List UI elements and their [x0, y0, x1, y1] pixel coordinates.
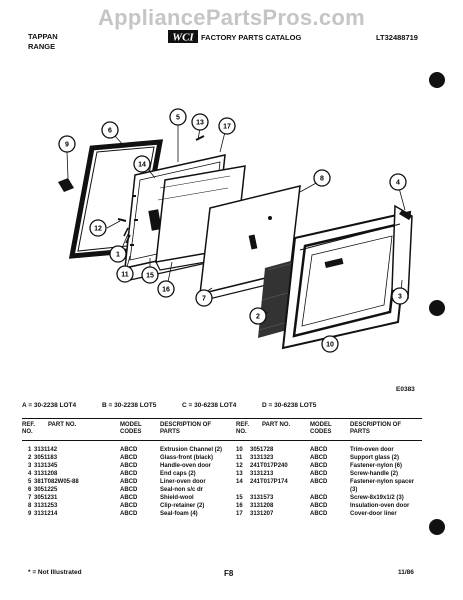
callout-3: 3 [391, 287, 409, 305]
brand-product-line: RANGE [28, 42, 56, 51]
svg-text:9: 9 [65, 142, 69, 149]
svg-text:8: 8 [320, 176, 324, 183]
binder-hole [429, 300, 445, 316]
callout-13: 13 [191, 113, 209, 131]
header-description-right: DESCRIPTION OF PARTS [350, 422, 402, 435]
callout-7: 7 [195, 289, 213, 307]
model-code-c: C = 30-6238 LOT4 [182, 402, 237, 409]
callout-15: 15 [141, 266, 159, 284]
callout-9: 9 [58, 135, 76, 153]
header-ref-no-right: REF. NO. [236, 422, 250, 435]
svg-text:2: 2 [256, 314, 260, 321]
svg-text:7: 7 [202, 296, 206, 303]
svg-text:6: 6 [108, 128, 112, 135]
svg-text:17: 17 [223, 124, 231, 131]
callout-1: 1 [109, 245, 127, 263]
binder-hole [429, 519, 445, 535]
figure-code: E0383 [396, 386, 415, 393]
svg-text:11: 11 [121, 272, 129, 279]
svg-text:15: 15 [146, 273, 154, 280]
callout-6: 6 [101, 121, 119, 139]
callout-4: 4 [389, 173, 407, 191]
callout-10: 10 [321, 335, 339, 353]
callout-2: 2 [249, 307, 267, 325]
callout-14: 14 [133, 155, 151, 173]
callout-17: 17 [218, 117, 236, 135]
header-model-codes-left: MODEL CODES [120, 422, 142, 435]
model-code-b: B = 30-2238 LOT5 [102, 402, 157, 409]
end-cap-part [399, 210, 412, 220]
svg-text:4: 4 [396, 180, 400, 187]
callout-11: 11 [116, 265, 134, 283]
exploded-parts-diagram: 9 6 5 13 17 14 12 1 11 15 16 7 8 4 3 2 1… [58, 108, 413, 353]
seal-foam-part [58, 178, 74, 192]
svg-text:1: 1 [116, 252, 120, 259]
table-header-rule [22, 440, 422, 441]
header-ref-no-left: REF. NO. [22, 422, 36, 435]
header-part-no-right: PART NO. [262, 422, 291, 428]
model-code-a: A = 30-2238 LOT4 [22, 402, 77, 409]
svg-text:14: 14 [138, 162, 146, 169]
catalog-number: LT32488719 [376, 33, 418, 42]
model-code-legend: A = 30-2238 LOT4 B = 30-2238 LOT5 C = 30… [22, 402, 322, 412]
catalog-title: FACTORY PARTS CATALOG [201, 33, 302, 42]
svg-text:5: 5 [176, 115, 180, 122]
svg-text:16: 16 [162, 287, 170, 294]
page-number: F8 [224, 569, 234, 578]
svg-text:12: 12 [94, 226, 102, 233]
leader-lines [66, 124, 406, 340]
wci-logo: WCI [168, 30, 198, 44]
callout-5: 5 [169, 108, 187, 126]
door-trim-part [281, 210, 412, 350]
table-top-rule [22, 418, 422, 419]
header-part-no-left: PART NO. [48, 422, 77, 428]
fastener-parts [117, 135, 205, 244]
callout-16: 16 [157, 280, 175, 298]
watermark: AppliancePartsPros.com [97, 5, 366, 30]
logo-text: WCI [172, 32, 194, 44]
binder-hole [429, 72, 445, 88]
brand-name: TAPPAN [28, 32, 58, 41]
svg-text:13: 13 [196, 120, 204, 127]
header-description-left: DESCRIPTION OF PARTS [160, 422, 212, 435]
header-model-codes-right: MODEL CODES [310, 422, 332, 435]
callout-12: 12 [89, 219, 107, 237]
callout-8: 8 [313, 169, 331, 187]
footnote-not-illustrated: * = Not Illustrated [28, 569, 82, 576]
svg-text:3: 3 [398, 294, 402, 301]
print-date: 11/86 [398, 569, 414, 576]
model-code-d: D = 30-6238 LOT5 [262, 402, 317, 409]
svg-text:10: 10 [326, 342, 334, 349]
